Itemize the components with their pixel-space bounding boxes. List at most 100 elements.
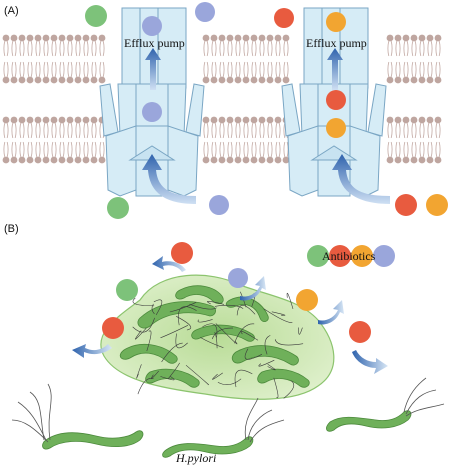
lipid-tail bbox=[211, 61, 217, 78]
arrow-icon bbox=[332, 154, 390, 204]
lipid-tail bbox=[75, 61, 81, 78]
lipid-tail bbox=[419, 61, 425, 78]
lipid-tail bbox=[75, 40, 81, 57]
lipid-head bbox=[42, 76, 50, 84]
lipid-head bbox=[18, 116, 26, 124]
lipid-tail bbox=[395, 141, 401, 158]
bacterium-icon bbox=[257, 368, 310, 388]
lipid-tail bbox=[203, 122, 209, 139]
lipid-head bbox=[218, 76, 226, 84]
lipid-head bbox=[234, 34, 242, 42]
lipid-tail bbox=[43, 122, 49, 139]
antibiotic-ball-icon bbox=[195, 2, 215, 22]
lipid-tail bbox=[11, 122, 17, 139]
lipid-head bbox=[202, 76, 210, 84]
arrow-icon bbox=[352, 350, 388, 374]
bacteria-group bbox=[119, 285, 310, 399]
flagellum bbox=[160, 376, 175, 381]
lipid-head bbox=[410, 156, 418, 164]
lipid-tail bbox=[387, 40, 393, 57]
lipid-tail bbox=[43, 40, 49, 57]
lipid-head bbox=[402, 156, 410, 164]
lipid-head bbox=[250, 116, 258, 124]
lipid-head bbox=[66, 76, 74, 84]
lipid-head bbox=[202, 156, 210, 164]
lipid-tail bbox=[427, 122, 433, 139]
lipid-tail bbox=[91, 122, 97, 139]
flagellum bbox=[212, 372, 223, 380]
lipid-tail bbox=[267, 122, 273, 139]
lipid-tail bbox=[235, 141, 241, 158]
flagellum bbox=[267, 364, 276, 371]
lipid-tail bbox=[3, 61, 9, 78]
lipid-head bbox=[26, 156, 34, 164]
lipid-head bbox=[82, 156, 90, 164]
lipid-head bbox=[18, 156, 26, 164]
arrow-icon bbox=[142, 154, 196, 204]
lipid-tail bbox=[75, 122, 81, 139]
antibiotics-legend: Antibiotics bbox=[307, 245, 395, 267]
lipid-tail bbox=[411, 141, 417, 158]
lipid-tail bbox=[43, 61, 49, 78]
panel-b-label: (B) bbox=[4, 223, 19, 235]
efflux-pump-icon bbox=[281, 7, 387, 197]
flagellum bbox=[214, 331, 218, 349]
lipid-head bbox=[34, 156, 42, 164]
lipid-head bbox=[202, 34, 210, 42]
lipid-tail bbox=[67, 61, 73, 78]
lipid-head bbox=[42, 34, 50, 42]
flagellum bbox=[197, 319, 213, 323]
flagellum bbox=[151, 303, 155, 315]
lipid-head bbox=[250, 34, 258, 42]
lipid-tail bbox=[59, 141, 65, 158]
lipid-tail bbox=[211, 122, 217, 139]
lipid-head bbox=[394, 156, 402, 164]
lipid-head bbox=[426, 34, 434, 42]
lipid-tail bbox=[403, 141, 409, 158]
lipid-tail bbox=[51, 40, 57, 57]
lipid-head bbox=[402, 76, 410, 84]
lipid-head bbox=[242, 76, 250, 84]
lipid-head bbox=[274, 76, 282, 84]
lipid-tail bbox=[211, 141, 217, 158]
lipid-head bbox=[58, 116, 66, 124]
lipid-head bbox=[10, 116, 18, 124]
lipid-tail bbox=[419, 141, 425, 158]
lipid-head bbox=[410, 76, 418, 84]
antibiotic-ball-icon bbox=[326, 12, 346, 32]
arrow-icon bbox=[327, 48, 343, 90]
lipid-head bbox=[258, 34, 266, 42]
lipid-tail bbox=[235, 61, 241, 78]
lipid-tail bbox=[91, 61, 97, 78]
lipid-head bbox=[434, 76, 442, 84]
efflux-pump-icon bbox=[99, 7, 205, 197]
flagellum bbox=[135, 327, 147, 340]
lipid-head bbox=[26, 116, 34, 124]
lipid-head bbox=[42, 116, 50, 124]
antibiotic-ball-icon bbox=[349, 321, 371, 343]
lipid-tail bbox=[27, 122, 33, 139]
flagellum bbox=[178, 306, 197, 326]
lipid-tail bbox=[27, 141, 33, 158]
lipid-tail bbox=[435, 122, 441, 139]
lipid-tail bbox=[259, 141, 265, 158]
lipid-head bbox=[394, 34, 402, 42]
lipid-tail bbox=[395, 122, 401, 139]
antibiotics-legend-label: Antibiotics bbox=[322, 249, 376, 263]
flagellum bbox=[215, 323, 238, 345]
lipid-head bbox=[18, 34, 26, 42]
lipid-head bbox=[426, 116, 434, 124]
lipid-tail bbox=[251, 40, 257, 57]
lipid-tail bbox=[411, 61, 417, 78]
antibiotic-ball-icon bbox=[102, 317, 124, 339]
lipid-tail bbox=[83, 141, 89, 158]
lipid-tail bbox=[403, 61, 409, 78]
lipid-tail bbox=[259, 40, 265, 57]
lipid-head bbox=[34, 34, 42, 42]
lipid-head bbox=[42, 156, 50, 164]
antibiotic-balls-panel-b bbox=[102, 242, 371, 343]
bacterium-icon bbox=[225, 296, 269, 322]
lipid-head bbox=[394, 76, 402, 84]
bacterium-icon bbox=[145, 368, 200, 388]
lipid-head bbox=[82, 34, 90, 42]
